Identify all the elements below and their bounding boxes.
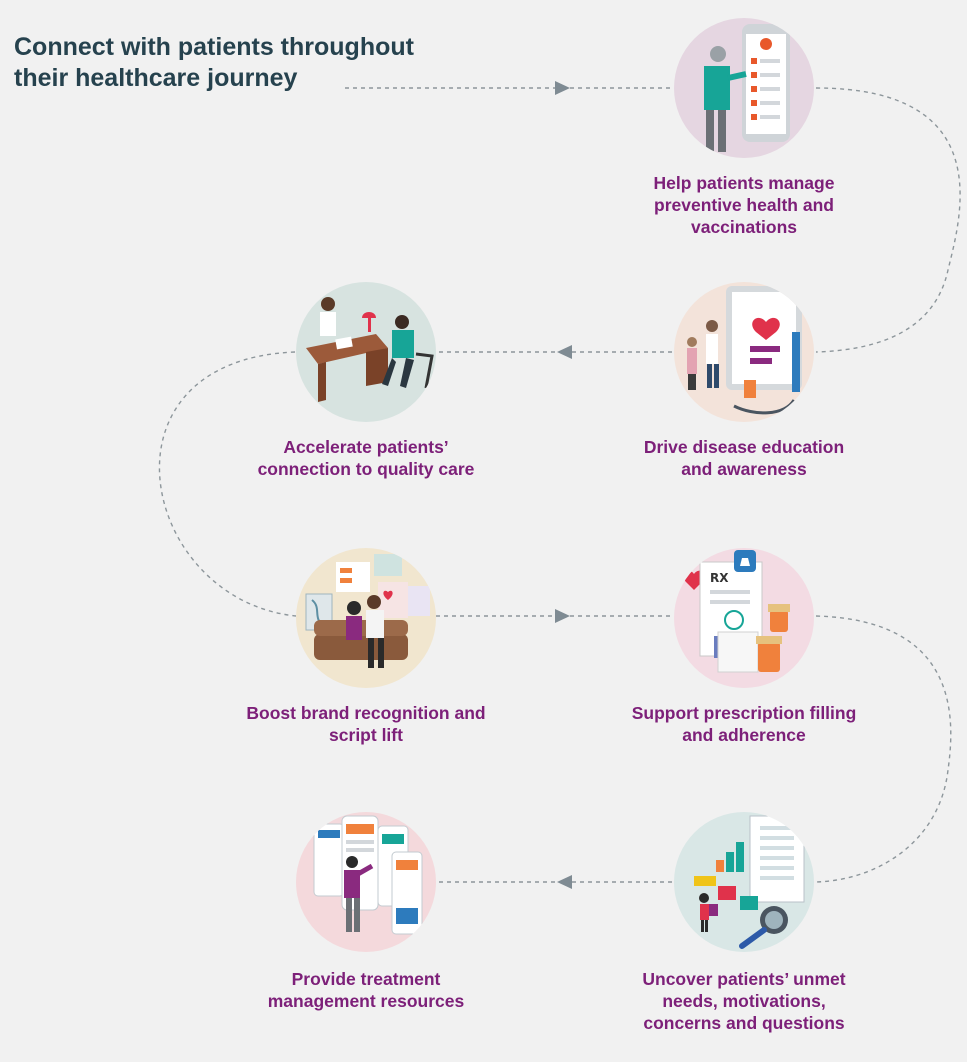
step-label-line: Help patients manage	[653, 173, 835, 193]
connector-step3-to-step4	[158, 351, 297, 617]
doctor-with-tablet-heart-icon	[674, 282, 814, 422]
step-label-line: Support prescription filling	[631, 703, 857, 723]
title-line: Connect with patients throughout	[14, 33, 414, 61]
step-label: Uncover patients’ unmet needs, motivatio…	[594, 968, 894, 1034]
step-label-line: and adherence	[682, 725, 806, 745]
step-label-line: Boost brand recognition and	[246, 703, 486, 723]
step-label-line: Drive disease education	[643, 437, 845, 457]
arrow-right-icon	[555, 81, 570, 95]
analytics-magnifier-icon	[674, 812, 814, 952]
connector-step5-to-step6	[815, 615, 952, 883]
step-label: Boost brand recognition and script lift	[216, 702, 516, 746]
step-label: Accelerate patients’ connection to quali…	[216, 436, 516, 480]
title-line: their healthcare journey	[14, 64, 298, 92]
arrow-left-icon	[557, 875, 572, 889]
patient-with-phone-checklist-icon	[674, 18, 814, 158]
step-label-line: needs, motivations,	[662, 991, 826, 1011]
doctor-consultation-desk-icon	[296, 282, 436, 422]
step-label-line: connection to quality care	[257, 459, 475, 479]
step-label: Support prescription filling and adheren…	[594, 702, 894, 746]
step-label: Help patients manage preventive health a…	[594, 172, 894, 238]
step-label-line: preventive health and	[654, 195, 834, 215]
patient-with-app-screens-icon	[296, 812, 436, 952]
step-label: Provide treatment management resources	[216, 968, 516, 1012]
couple-on-couch-ads-icon	[296, 548, 436, 688]
step-label-line: Uncover patients’ unmet	[642, 969, 846, 989]
svg-text:RX: RX	[710, 571, 729, 585]
step-label-line: management resources	[267, 991, 465, 1011]
step-label-line: Provide treatment	[291, 969, 441, 989]
step-label: Drive disease education and awareness	[594, 436, 894, 480]
arrow-left-icon	[557, 345, 572, 359]
step-label-line: concerns and questions	[643, 1013, 845, 1033]
arrow-right-icon	[555, 609, 570, 623]
page-title: Connect with patients throughout their h…	[14, 32, 534, 94]
prescription-and-pills-icon: RX	[674, 548, 814, 688]
step-label-line: script lift	[329, 725, 403, 745]
step-label-line: vaccinations	[690, 217, 798, 237]
step-label-line: Accelerate patients’	[283, 437, 449, 457]
step-label-line: and awareness	[681, 459, 807, 479]
